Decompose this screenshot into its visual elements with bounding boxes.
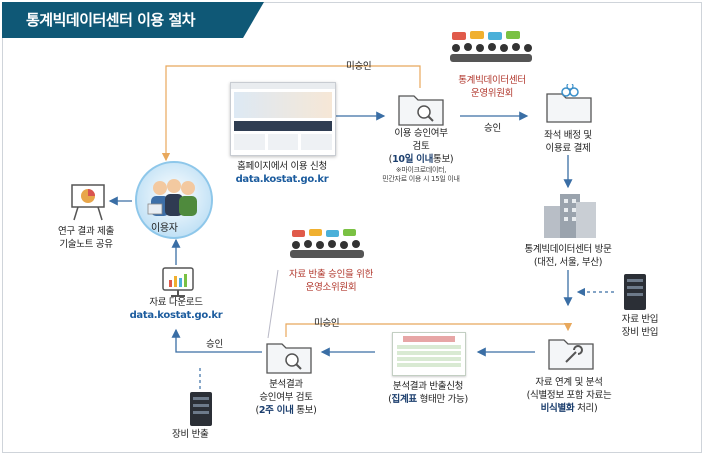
edge-label-reject-bottom: 미승인 [314, 318, 340, 329]
research-line1: 연구 결과 제출 [57, 226, 115, 237]
export-request-label: 분석결과 반출신청 (집계표 형태만 가능) [370, 380, 486, 406]
homepage-url: data.kostat.go.kr [235, 174, 329, 185]
download-url: data.kostat.go.kr [129, 310, 223, 321]
committee-line2: 운영위원회 [470, 88, 514, 99]
equip-in-label: 자료 반입 장비 반입 [612, 313, 668, 339]
edge-label-approve-top: 승인 [484, 123, 501, 134]
subcommittee-meeting-icon [290, 229, 364, 258]
review-deadline-bold: 10일 이내 [392, 154, 434, 165]
review-label: 이용 승인여부 검토 (10일 이내통보) ※마이크로데이터, 민간자료 이용 … [363, 127, 479, 184]
analysis-label: 자료 연계 및 분석 (식별정보 포함 자료는 비식별화 처리) [506, 376, 632, 415]
seat-line2: 이용료 결제 [545, 143, 591, 154]
result-review-bold: 2주 이내 [258, 405, 294, 416]
building-icon [544, 194, 596, 238]
review-note2: 민간자료 이용 시 15일 이내 [382, 175, 460, 183]
analysis-bold: 비식별화 [540, 403, 575, 414]
diagram-frame [2, 2, 702, 453]
subcommittee-line1: 자료 반출 승인을 위한 [288, 269, 374, 280]
edge-approve-bottom [171, 328, 262, 353]
seat-line1: 좌석 배정 및 [544, 130, 592, 141]
homepage-line1: 홈페이지에서 이용 신청 [237, 161, 327, 172]
review-note1: ※마이크로데이터, [395, 166, 447, 174]
result-review-label: 분석결과 승인여부 검토 (2주 이내 통보) [236, 378, 336, 417]
subcommittee-label: 자료 반출 승인을 위한 운영소위원회 [276, 268, 386, 294]
homepage-screenshot-image [230, 82, 336, 156]
edge-label-reject-top: 미승인 [346, 61, 372, 72]
subcommittee-line2: 운영소위원회 [305, 282, 357, 293]
title-banner [2, 2, 264, 38]
user-label: 이용자 [151, 223, 178, 234]
server-out-icon [190, 392, 212, 426]
review-line1: 이용 승인여부 [394, 128, 448, 139]
analysis-line1: 자료 연계 및 분석 [535, 377, 603, 388]
homepage-label: 홈페이지에서 이용 신청 data.kostat.go.kr [226, 160, 338, 186]
export-line2: (집계표 형태만 가능) [388, 394, 469, 405]
analysis-folder-wrench-icon [548, 339, 594, 370]
result-review-rest: 통보) [293, 405, 317, 416]
review-folder-search-icon [398, 95, 444, 126]
presentation-board-icon [71, 184, 105, 221]
review-deadline-rest: 통보) [433, 154, 454, 165]
export-rest: 형태만 가능) [416, 394, 469, 405]
equip-in-line2: 장비 반입 [621, 327, 659, 338]
download-line1: 자료 다운로드 [149, 297, 203, 308]
result-review-line1: 분석결과 [269, 379, 303, 390]
edge-subcommittee [267, 269, 279, 339]
equip-in-line1: 자료 반입 [621, 314, 659, 325]
equip-out-label: 장비 반출 [172, 429, 209, 440]
diagram-title: 통계빅데이터센터 이용 절차 [26, 11, 196, 29]
download-label: 자료 다운로드 data.kostat.go.kr [120, 296, 232, 322]
analysis-rest: 처리) [574, 403, 598, 414]
result-review-line2: 승인여부 검토 [259, 392, 313, 403]
committee-meeting-icon [450, 31, 532, 62]
research-line2: 기술노트 공유 [59, 239, 113, 250]
committee-line1: 통계빅데이터센터 [458, 75, 526, 86]
visit-line1: 통계빅데이터센터 방문 [524, 244, 612, 255]
review-deadline: (10일 이내통보) [388, 154, 454, 165]
export-bold: 집계표 [391, 394, 418, 405]
visit-label: 통계빅데이터센터 방문 (대전, 서울, 부산) [506, 243, 630, 269]
analysis-line2: (식별정보 포함 자료는 [526, 390, 612, 401]
result-review-line3: (2주 이내 통보) [255, 405, 317, 416]
user-group-icon [135, 161, 213, 239]
edge-reject-bottom [285, 322, 573, 337]
seat-folder-icon [546, 84, 592, 123]
edge-label-approve-bottom: 승인 [206, 339, 223, 350]
review-line2: 검토 [412, 141, 430, 152]
export-table-image [392, 332, 466, 376]
analysis-line3: 비식별화 처리) [506, 402, 632, 415]
export-line1: 분석결과 반출신청 [392, 381, 464, 392]
seat-label: 좌석 배정 및 이용료 결제 [526, 129, 610, 155]
edge-reject-top [161, 65, 421, 162]
result-review-folder-search-icon [266, 343, 312, 374]
research-label: 연구 결과 제출 기술노트 공유 [36, 225, 136, 251]
download-monitor-icon [162, 267, 194, 297]
committee-label: 통계빅데이터센터 운영위원회 [446, 74, 538, 100]
server-in-icon [624, 274, 646, 310]
visit-line2: (대전, 서울, 부산) [533, 257, 603, 268]
